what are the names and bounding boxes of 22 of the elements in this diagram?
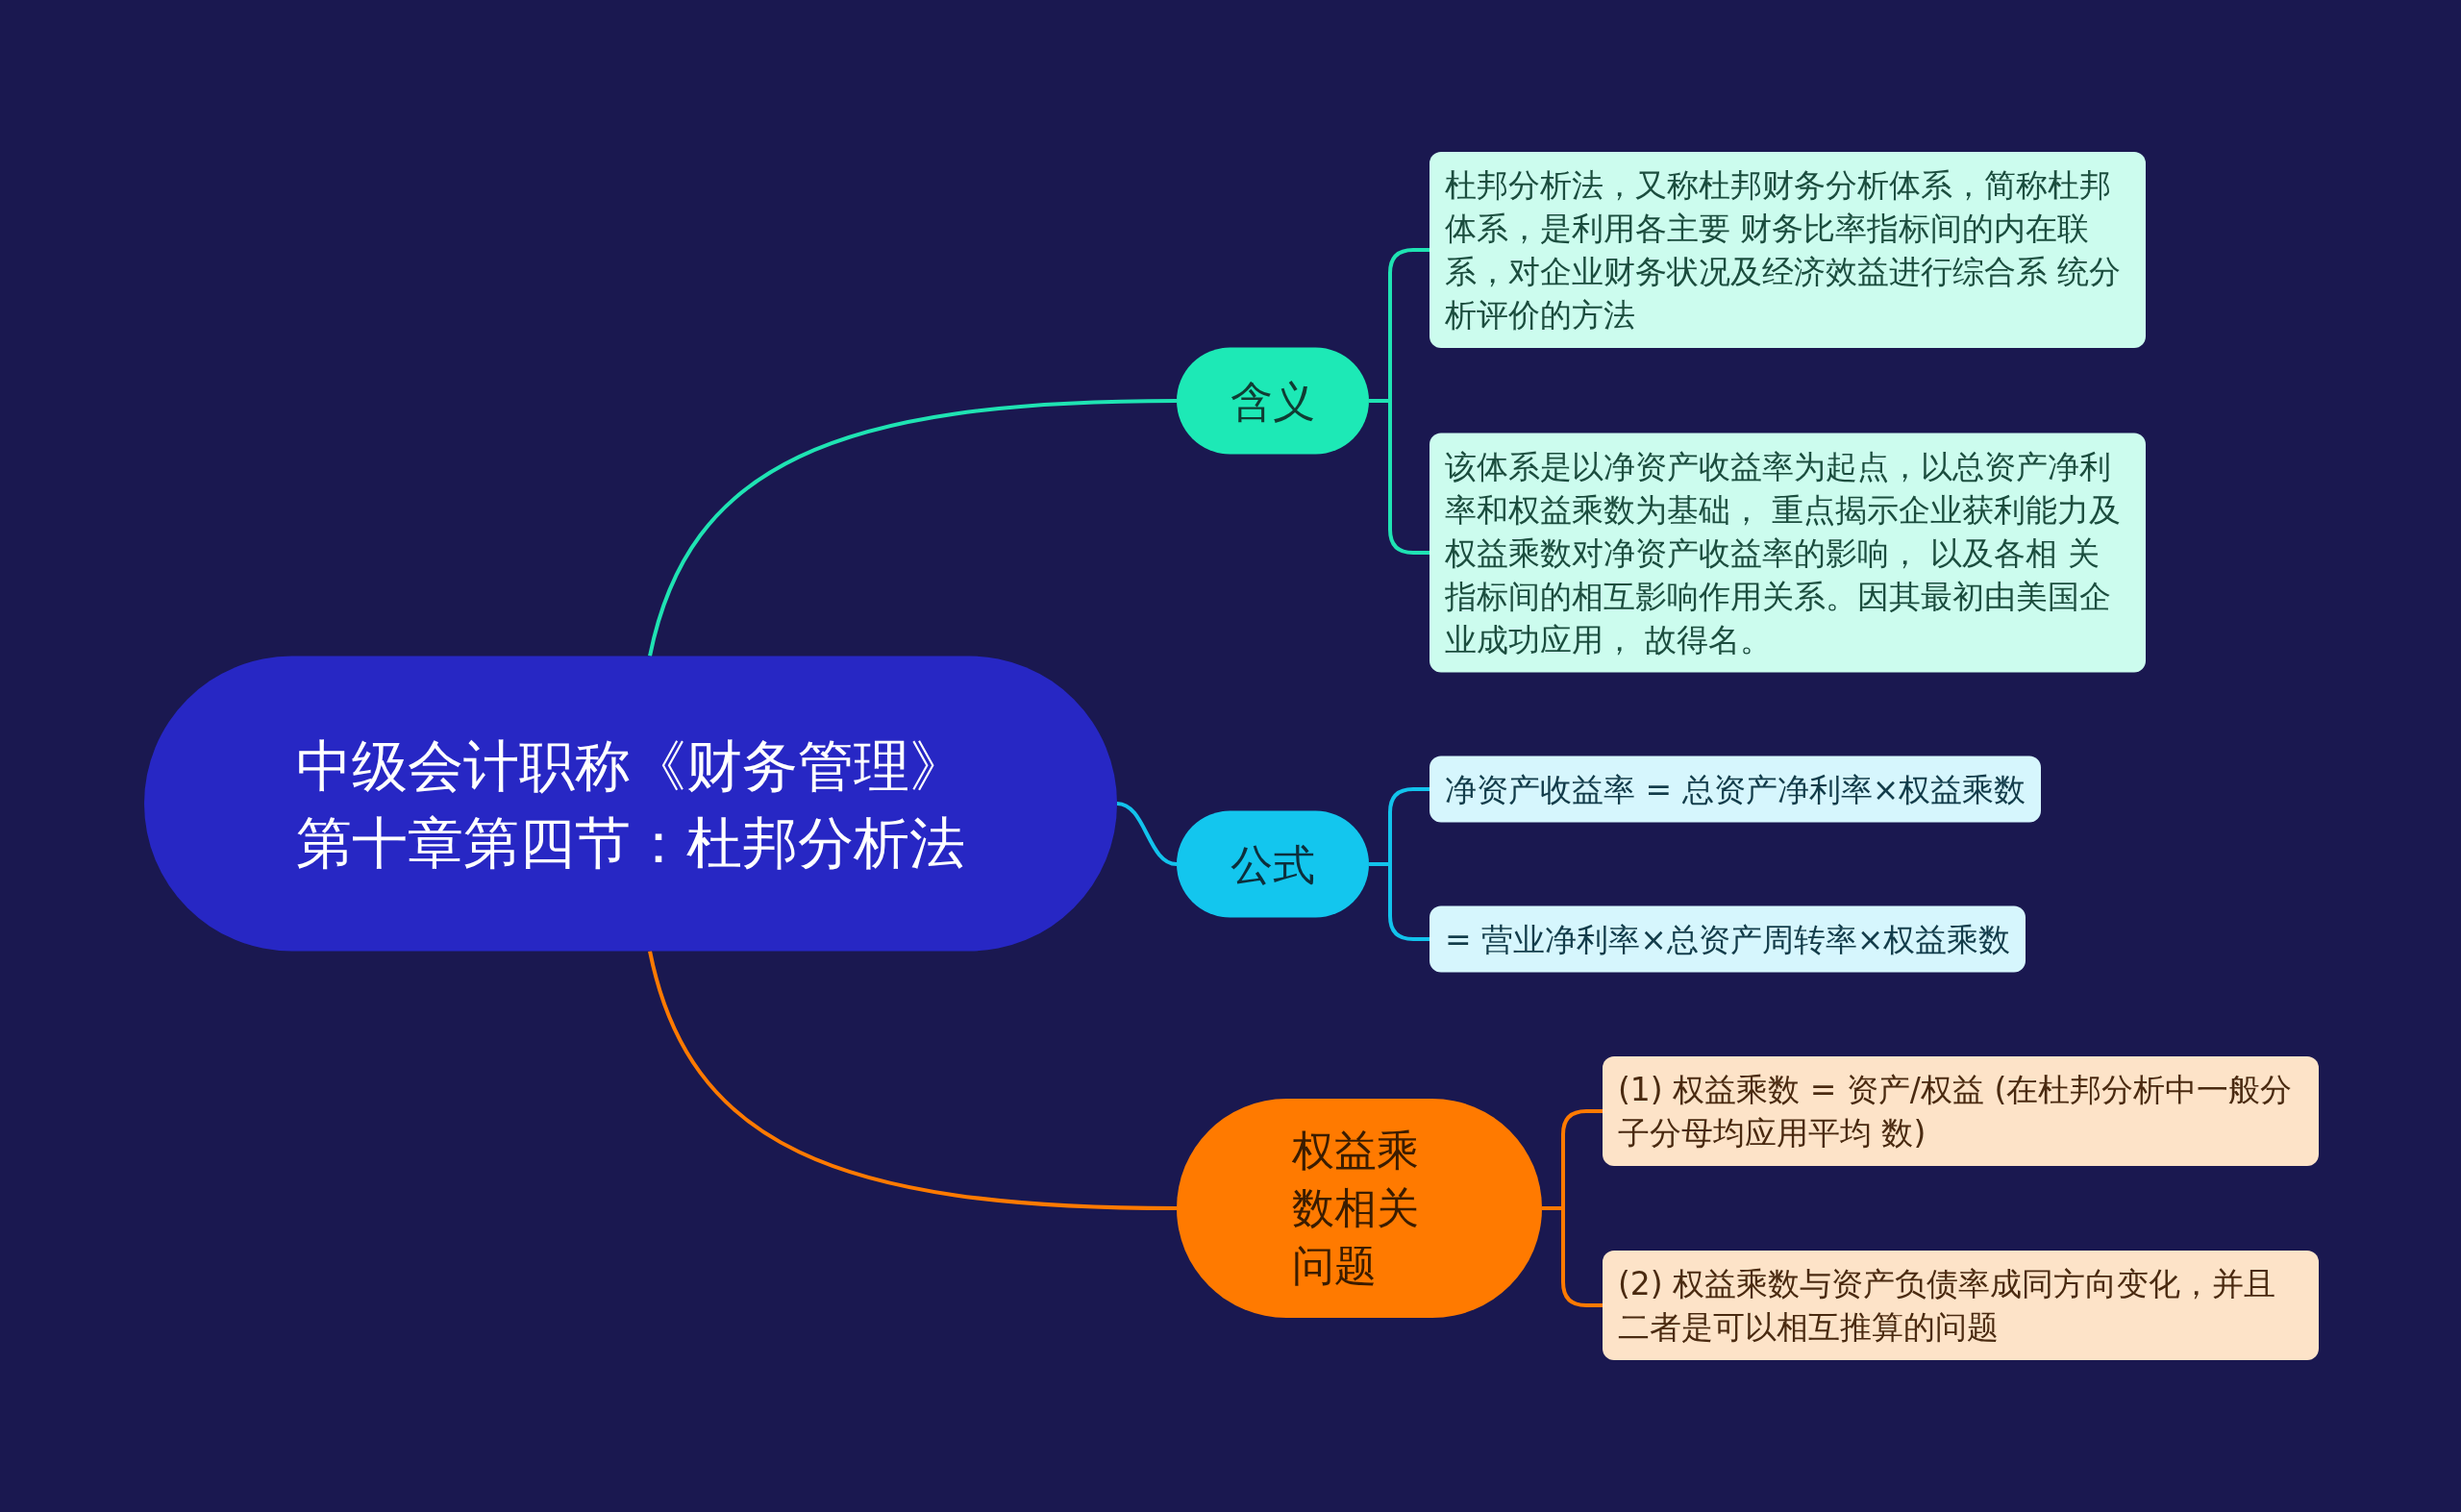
topic-text: 权益乘数相关问题 [1292,1125,1420,1292]
topic-text: (2) 权益乘数与资产负债率成同方向变化，并且二者是可以相互推算的问题 [1618,1264,2277,1348]
connector-line [1542,1206,1603,1307]
connector-line [648,951,1178,1210]
leaf-topic [1429,756,2042,823]
topic-text: (1) 权益乘数 = 资产/权益 (在杜邦分析中一般分子分母均应用平均 数) [1618,1070,2294,1153]
connector-line [1369,399,1429,555]
topic-text: = 营业净利率×总资产周转率×权益乘数 [1445,919,2011,960]
connector-line [1116,802,1178,866]
leaf-topic [1603,1251,2319,1360]
leaf-topic [1429,905,2026,973]
leaf-topic [1603,1056,2319,1166]
topic-text: 中级会计职称《财务管理》第十章第四节：杜邦分析法 [295,731,966,877]
leaf-topic [1429,433,2146,673]
topic-text: 净资产收益率 = 总资产净利率×权益乘数 [1445,769,2026,810]
topic-text: 杜邦分析法，又称杜邦财务分析体系，简称杜邦体系，是利用各主要 财务比率指标间的内在联系，对企业财务状况及经济效益进行综合系 统分析评价的方法 [1445,165,2123,335]
topic-text: 该体系是以净资产收益率为起点，以总资产净利率和权益乘数为基础， 重点揭示企业获利能力及权益乘数对净资产收益率的影响， 以及各相 关指标间的相互影响作用关系。因其最初由美国企业成功应用， 故得名。 [1445,446,2123,660]
connector-line [1369,862,1429,941]
topic-text: 含义 [1230,375,1315,427]
leaf-topic [1429,152,2146,348]
topic-text: 公式 [1230,838,1315,890]
connector-line [648,399,1178,657]
